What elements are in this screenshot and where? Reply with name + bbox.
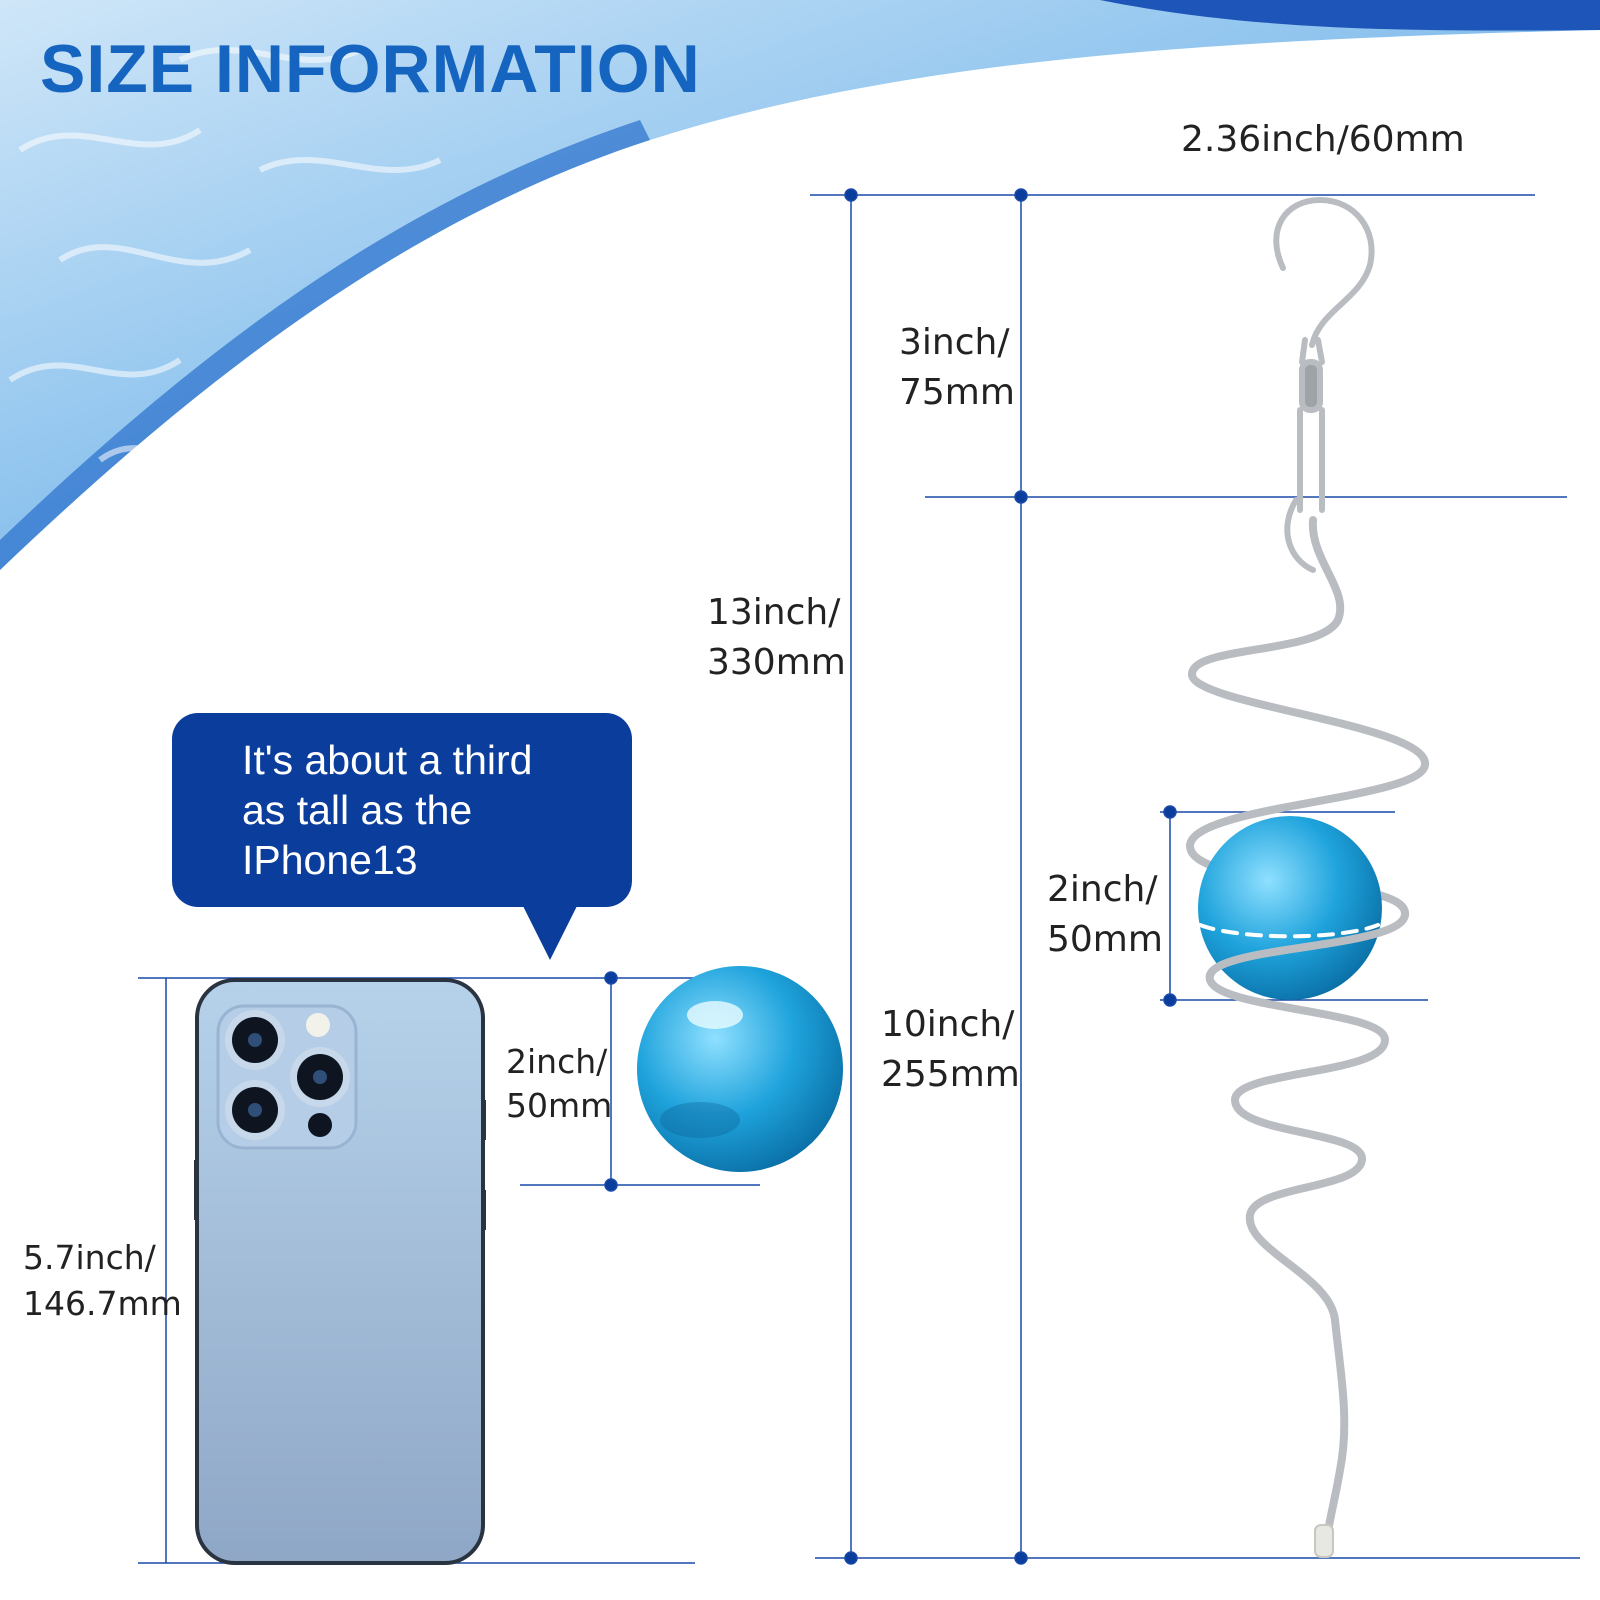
callout-line-1: It's about a third bbox=[242, 737, 533, 783]
spiral-ball-inch: 2inch/ bbox=[1047, 869, 1158, 910]
spiral-ball-label: 2inch/ 50mm bbox=[1047, 865, 1163, 965]
phone-illustration bbox=[194, 978, 486, 1565]
ball-size-inch: 2inch/ bbox=[506, 1042, 608, 1081]
spiral-ball-mm: 50mm bbox=[1047, 919, 1163, 960]
total-height-inch: 13inch/ bbox=[707, 592, 841, 633]
callout-text: It's about a third as tall as the IPhone… bbox=[242, 735, 612, 885]
page-title: SIZE INFORMATION bbox=[40, 31, 701, 107]
spiral-height-mm: 255mm bbox=[881, 1054, 1020, 1095]
callout-line-2: as tall as the bbox=[242, 787, 473, 833]
total-height-label: 13inch/ 330mm bbox=[707, 588, 846, 688]
width-label: 2.36inch/60mm bbox=[1181, 119, 1465, 160]
phone-height-inch: 5.7inch/ bbox=[23, 1238, 156, 1277]
hook-height-mm: 75mm bbox=[899, 372, 1015, 413]
hook-height-label: 3inch/ 75mm bbox=[899, 318, 1015, 418]
comparison-callout: It's about a third as tall as the IPhone… bbox=[172, 713, 632, 907]
ball-size-label: 2inch/ 50mm bbox=[506, 1040, 612, 1128]
callout-pointer bbox=[520, 900, 580, 960]
glass-ball-illustration bbox=[637, 966, 843, 1172]
phone-height-mm: 146.7mm bbox=[23, 1284, 182, 1323]
spiral-illustration bbox=[1185, 516, 1429, 1558]
hook-height-inch: 3inch/ bbox=[899, 322, 1010, 363]
dimension-lines bbox=[810, 188, 1580, 1565]
phone-height-label: 5.7inch/ 146.7mm bbox=[23, 1235, 182, 1327]
callout-line-3: IPhone13 bbox=[242, 837, 418, 883]
spiral-height-label: 10inch/ 255mm bbox=[881, 1000, 1020, 1100]
water-ripple-background bbox=[0, 0, 1600, 570]
total-height-mm: 330mm bbox=[707, 642, 846, 683]
hook-illustration bbox=[1273, 196, 1375, 573]
ball-size-mm: 50mm bbox=[506, 1086, 613, 1125]
spiral-height-inch: 10inch/ bbox=[881, 1004, 1015, 1045]
